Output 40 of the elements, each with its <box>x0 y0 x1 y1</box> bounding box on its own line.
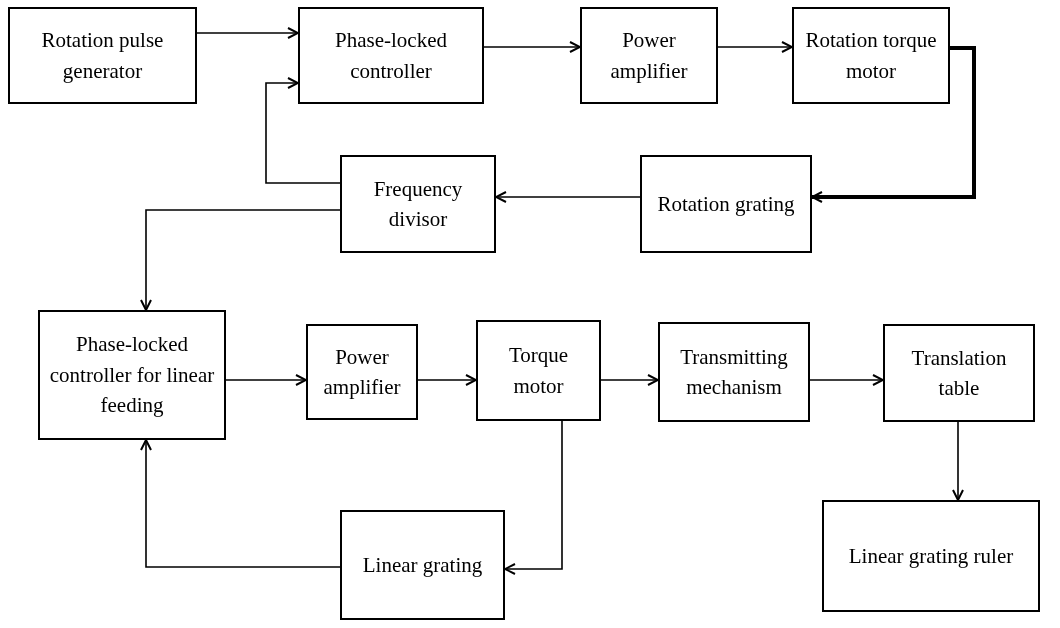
arrow <box>265 77 341 184</box>
process-box <box>640 155 812 253</box>
box-label: Translation table <box>910 344 1008 402</box>
process-box <box>38 310 226 440</box>
box-label: Linear grating ruler <box>848 542 1014 570</box>
arrow <box>600 374 659 386</box>
box-label: Power amplifier <box>609 27 689 85</box>
arrow <box>811 46 976 203</box>
process-box <box>298 7 484 104</box>
arrow <box>196 27 299 39</box>
box-label: Frequency divisor <box>372 175 464 233</box>
arrow <box>225 374 307 386</box>
arrow <box>495 191 641 203</box>
process-box <box>306 324 418 420</box>
arrow <box>504 420 563 575</box>
arrow <box>483 41 581 53</box>
arrow <box>809 374 884 386</box>
box-label: Linear grating <box>362 551 483 579</box>
box-label: Transmitting mechanism <box>679 343 789 401</box>
process-box <box>8 7 197 104</box>
process-box <box>476 320 601 421</box>
process-box <box>580 7 718 104</box>
process-box <box>792 7 950 104</box>
arrow <box>952 421 964 501</box>
arrow <box>140 209 341 311</box>
box-label: Power amplifier <box>322 343 402 401</box>
arrow <box>140 439 341 568</box>
box-label: Torque motor <box>507 342 570 400</box>
process-box <box>822 500 1040 612</box>
process-box <box>340 510 505 620</box>
box-label: Rotation pulse generator <box>40 27 165 85</box>
box-label: Rotation torque motor <box>804 27 938 85</box>
box-label: Phase-locked controller <box>334 27 448 85</box>
arrow <box>717 41 793 53</box>
arrow <box>417 374 477 386</box>
process-box <box>340 155 496 253</box>
process-box <box>883 324 1035 422</box>
box-label: Rotation grating <box>657 190 795 218</box>
process-box <box>658 322 810 422</box>
box-label: Phase-locked controller for linear feeding <box>48 331 216 420</box>
